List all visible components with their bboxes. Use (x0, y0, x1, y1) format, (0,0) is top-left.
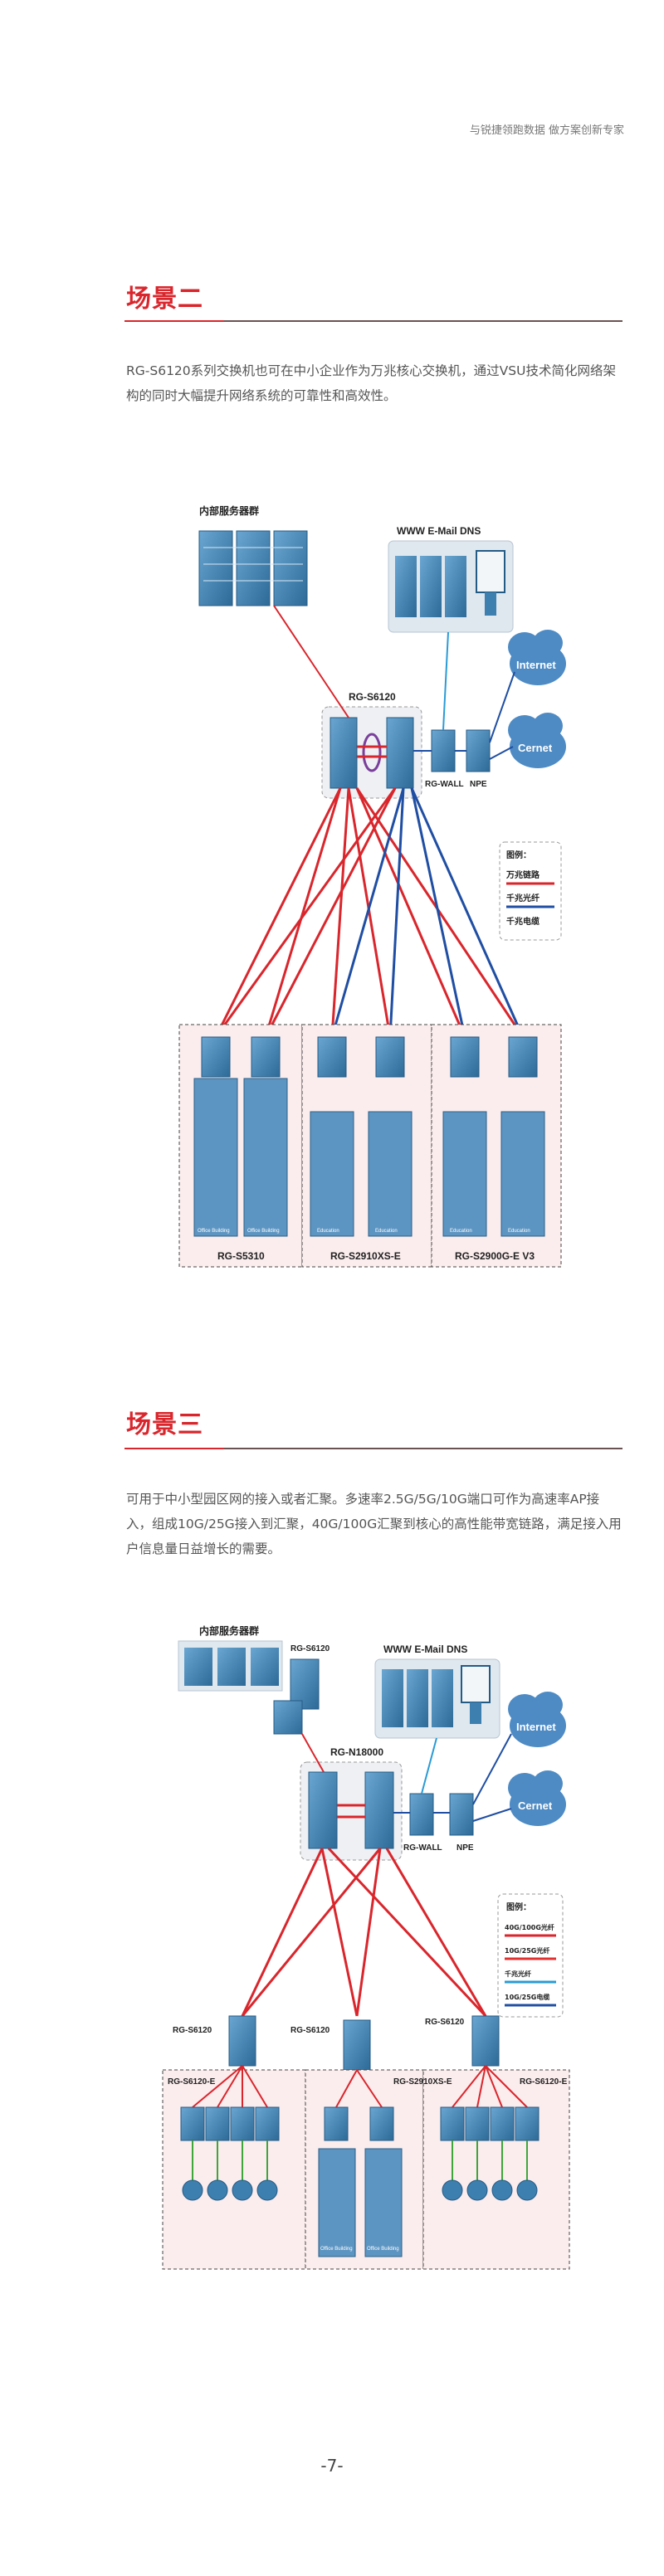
s2-top-switch-label: RG-S6120 (290, 1644, 330, 1653)
scene2-diagram: 内部服务器群 RG-S6120 WWW E-Mail DNS Internet … (162, 1624, 570, 2270)
s1-links (214, 787, 525, 1038)
s2-dns-label: WWW E-Mail DNS (383, 1643, 467, 1655)
s2-group-1 (162, 2069, 306, 2270)
scene1-title: 场景二 (126, 285, 203, 314)
s2-npe-label: NPE (456, 1843, 474, 1853)
scene1-rule (124, 320, 622, 322)
s2-server-label: 内部服务器群 (199, 1624, 259, 1637)
svg-text:Education: Education (450, 1229, 472, 1234)
svg-text:千兆光纤: 千兆光纤 (505, 1970, 531, 1978)
s2-agg-switch-3 (471, 2015, 500, 2067)
svg-text:Cernet: Cernet (518, 742, 553, 754)
s2-cernet-cloud: Cernet (508, 1770, 566, 1826)
s1-core-switch-icon (330, 717, 414, 789)
s2-npe-icon (449, 1793, 474, 1836)
s2-dns-servers-icon (374, 1658, 500, 1739)
svg-text:万兆链路: 万兆链路 (505, 869, 540, 880)
svg-text:40G/100G光纤: 40G/100G光纤 (505, 1923, 554, 1931)
s2-core-links (241, 1847, 487, 2018)
s2-wall-label: RG-WALL (403, 1843, 442, 1853)
svg-text:Internet: Internet (516, 659, 556, 671)
s2-group-label-2: RG-S2910XS-E (393, 2077, 452, 2087)
svg-text:Internet: Internet (516, 1721, 556, 1733)
svg-text:Education: Education (508, 1229, 530, 1234)
scene2-rule (124, 1448, 622, 1449)
s1-buildings (193, 1078, 545, 1237)
svg-text:图例：: 图例： (506, 1902, 531, 1912)
s1-group-label-2: RG-S2910XS-E (330, 1250, 401, 1262)
s1-server-icon (198, 530, 308, 606)
s2-access-points (182, 2179, 538, 2201)
s2-server-icon (178, 1640, 283, 1692)
s2-core-label: RG-N18000 (330, 1746, 383, 1758)
s1-npe-label: NPE (470, 780, 487, 789)
svg-text:Education: Education (317, 1229, 339, 1234)
svg-text:Education: Education (375, 1229, 398, 1234)
scene2-description: 可用于中小型园区网的接入或者汇聚。多速率2.5G/5G/10G端口可作为高速率A… (126, 1492, 622, 1556)
s1-npe-icon (466, 729, 491, 772)
s2-ap-links (192, 2140, 528, 2182)
s1-dns-label: WWW E-Mail DNS (397, 525, 481, 537)
s2-agg-label-2: RG-S6120 (290, 2026, 330, 2035)
s1-group-label-3: RG-S2900G-E V3 (455, 1250, 535, 1262)
scene1-diagram: 内部服务器群 WWW E-Mail DNS Internet Cernet RG… (178, 504, 566, 1268)
svg-text:千兆光纤: 千兆光纤 (506, 893, 540, 903)
s1-cernet-cloud: Cernet (508, 713, 566, 768)
svg-text:Office Building: Office Building (198, 1229, 230, 1234)
s1-wall-label: RG-WALL (425, 780, 464, 789)
s2-group-label-1: RG-S6120-E (168, 2077, 216, 2087)
s2-agg-switch-2 (343, 2019, 371, 2071)
s2-access-switches (180, 2106, 540, 2141)
svg-text:千兆电缆: 千兆电缆 (506, 916, 540, 927)
s1-wall-icon (431, 729, 456, 772)
s2-agg-switch-1 (228, 2015, 256, 2067)
svg-text:Office Building: Office Building (367, 2247, 399, 2252)
s2-legend-box (497, 1893, 564, 2018)
s2-group-3 (422, 2069, 570, 2270)
s1-access-switches (201, 1036, 538, 1078)
svg-text:10G/25G光纤: 10G/25G光纤 (505, 1946, 549, 1955)
svg-text:Office Building: Office Building (247, 1229, 280, 1234)
s1-internet-cloud: Internet (508, 630, 566, 685)
s1-server-label: 内部服务器群 (199, 504, 259, 517)
s2-group-label-3: RG-S6120-E (520, 2077, 568, 2087)
s2-wall-icon (409, 1793, 434, 1836)
s2-buildings (318, 2148, 403, 2257)
svg-text:10G/25G电缆: 10G/25G电缆 (505, 1993, 549, 2001)
s1-dns-servers-icon (388, 540, 514, 633)
header-slogan: 与锐捷领跑数据 做方案创新专家 (469, 124, 624, 137)
s2-agg-label-3: RG-S6120 (425, 2018, 465, 2027)
s1-core-label: RG-S6120 (349, 691, 396, 703)
s2-internet-cloud: Internet (508, 1692, 566, 1747)
scene2-title: 场景三 (126, 1410, 203, 1439)
page-number: -7- (320, 2456, 344, 2476)
svg-text:Office Building: Office Building (320, 2247, 353, 2252)
s1-legend-box (499, 841, 562, 941)
s2-agg-label-1: RG-S6120 (173, 2026, 212, 2035)
scene1-description: RG-S6120系列交换机也可在中小企业作为万兆核心交换机，通过VSU技术简化网… (126, 363, 616, 403)
s2-core-switch-icon (308, 1771, 394, 1849)
svg-text:Cernet: Cernet (518, 1799, 553, 1812)
s2-agg-links (192, 2065, 528, 2108)
svg-text:图例：: 图例： (506, 850, 531, 860)
s1-group-label-1: RG-S5310 (217, 1250, 265, 1262)
